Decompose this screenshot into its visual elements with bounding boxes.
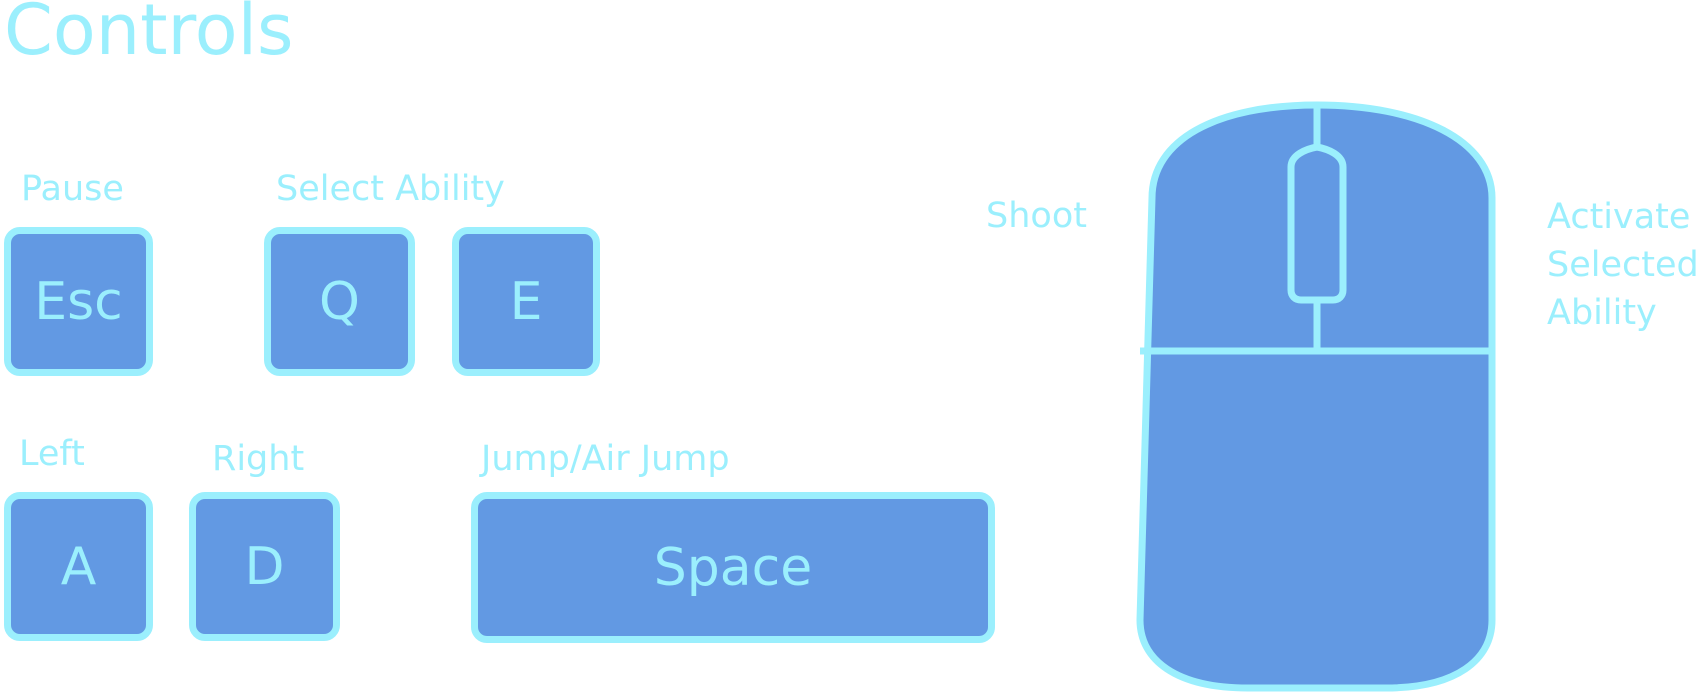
e-key-label: E xyxy=(509,271,543,332)
mouse-body xyxy=(1136,101,1496,692)
activate-ability-line: Selected xyxy=(1547,245,1699,285)
activate-ability-line: Ability xyxy=(1547,293,1657,333)
shoot-label: Shoot xyxy=(986,196,1087,236)
activate-ability-line: Activate xyxy=(1547,197,1691,237)
q-key-label: Q xyxy=(319,271,360,332)
mouse-icon xyxy=(1136,100,1498,692)
pause-label: Pause xyxy=(21,169,124,209)
left-label: Left xyxy=(19,434,85,474)
page-title: Controls xyxy=(4,0,294,71)
activate-ability-label: Activate Selected Ability xyxy=(1547,193,1699,337)
esc-key-label: Esc xyxy=(34,271,123,332)
space-key-label: Space xyxy=(653,537,813,598)
a-key: A xyxy=(4,492,153,641)
jump-label: Jump/Air Jump xyxy=(481,439,730,479)
select-ability-label: Select Ability xyxy=(276,169,505,209)
d-key: D xyxy=(189,492,340,641)
esc-key: Esc xyxy=(4,227,153,376)
q-key: Q xyxy=(264,227,415,376)
scroll-wheel xyxy=(1287,143,1347,304)
right-label: Right xyxy=(212,439,305,479)
space-key: Space xyxy=(471,492,995,643)
e-key: E xyxy=(452,227,600,376)
a-key-label: A xyxy=(60,536,97,597)
d-key-label: D xyxy=(244,536,285,597)
